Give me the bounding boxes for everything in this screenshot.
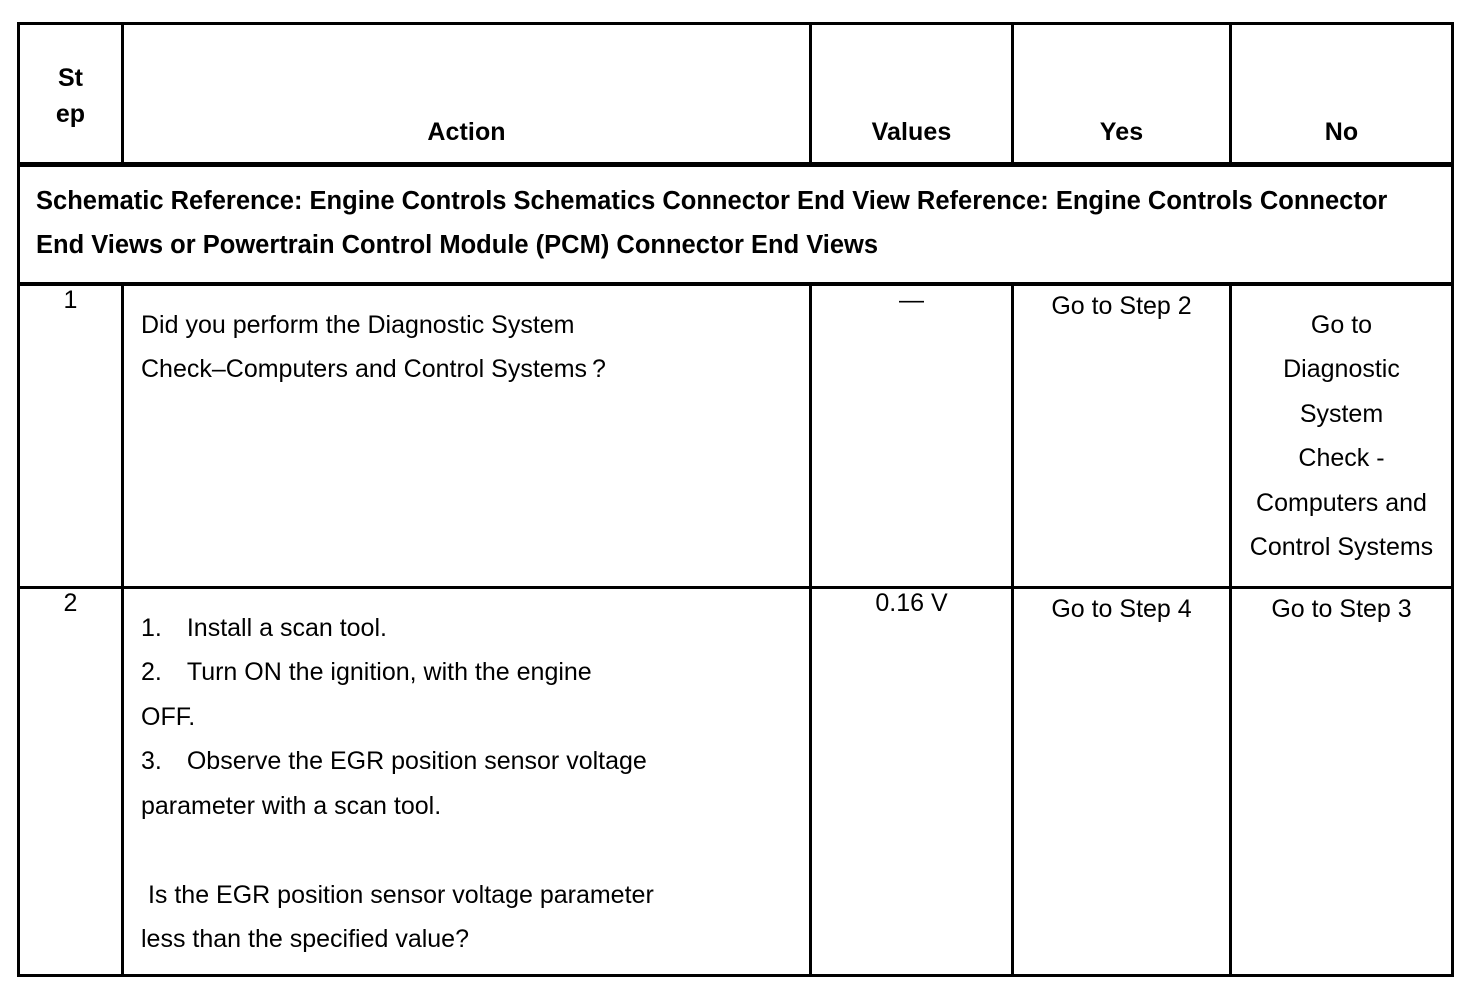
step-no-cell: Go to Diagnostic System Check - Computer… [1229, 282, 1454, 589]
step-yes-cell: Go to Step 4 [1011, 585, 1232, 977]
schematic-reference-cell: Schematic Reference: Engine Controls Sch… [17, 161, 1454, 286]
step-no-text: Go to Diagnostic System Check - Computer… [1249, 310, 1434, 562]
schematic-reference-text: Schematic Reference: Engine Controls Sch… [36, 187, 1388, 259]
schematic-reference-row: Schematic Reference: Engine Controls Sch… [17, 161, 1454, 286]
header-yes-label: Yes [1099, 117, 1144, 146]
header-cell-yes: Yes [1011, 22, 1232, 167]
step-yes-text: Go to Step 2 [1051, 291, 1192, 320]
step-values-cell: 0.16 V [809, 585, 1014, 977]
step-values-text: — [899, 285, 924, 314]
step-values-cell: — [809, 282, 1014, 589]
table-row: 2 1. Install a scan tool. 2. Turn ON the… [17, 585, 1454, 977]
header-cell-no: No [1229, 22, 1454, 167]
step-number-cell: 2 [17, 585, 124, 977]
step-action-cell: 1. Install a scan tool. 2. Turn ON the i… [121, 585, 812, 977]
header-cell-values: Values [809, 22, 1014, 167]
step-number-cell: 1 [17, 282, 124, 589]
step-yes-text: Go to Step 4 [1051, 594, 1192, 623]
step-action-text: 1. Install a scan tool. 2. Turn ON the i… [141, 613, 654, 954]
step-action-cell: Did you perform the Diagnostic System Ch… [121, 282, 812, 589]
step-number: 1 [63, 285, 78, 314]
header-cell-action: Action [121, 22, 812, 167]
step-values-text: 0.16 V [875, 588, 948, 617]
step-yes-cell: Go to Step 2 [1011, 282, 1232, 589]
table-header-row: St ep Action Values Yes No [17, 22, 1454, 167]
header-cell-step: St ep [17, 22, 124, 167]
header-values-label: Values [871, 117, 952, 146]
step-action-text: Did you perform the Diagnostic System Ch… [141, 310, 606, 384]
step-no-cell: Go to Step 3 [1229, 585, 1454, 977]
diagnostic-procedure-table: St ep Action Values Yes No [17, 22, 1454, 977]
step-number: 2 [63, 588, 78, 617]
header-no-label: No [1324, 117, 1359, 146]
header-step-label-line1: St [58, 63, 83, 92]
step-no-text: Go to Step 3 [1271, 594, 1412, 623]
header-step-label-line2: ep [55, 99, 86, 128]
header-action-label: Action [427, 117, 506, 146]
table-row: 1 Did you perform the Diagnostic System … [17, 282, 1454, 589]
